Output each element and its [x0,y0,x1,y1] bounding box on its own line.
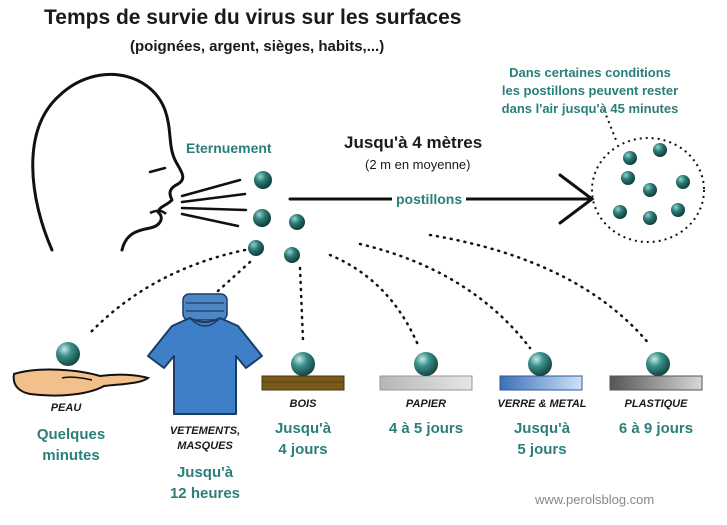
plastic-surface-icon [609,352,703,391]
surface-time-plastic: 6 à 9 jours [618,420,694,437]
watermark: www.perolsblog.com [535,492,655,507]
surface-time-clothes: Jusqu'à 12 heures [169,464,241,502]
distance-main-label: Jusqu'à 4 mètres [344,133,483,152]
hand-icon [12,342,151,397]
surface-label-wood: BOIS [289,398,317,410]
wood-surface-icon [261,352,345,391]
paper-surface-icon [379,352,473,391]
surface-label-paper: PAPIER [405,398,447,410]
trajectory-lines [86,233,652,350]
sneeze-spray-icon [180,178,248,228]
surface-label-glass-metal: VERRE & METAL [497,398,587,410]
glass-metal-surface-icon [499,352,583,391]
surface-time-paper: 4 à 5 jours [388,420,464,437]
airborne-droplets-cloud [591,109,705,243]
diagram-title: Temps de survie du virus sur les surface… [44,6,462,29]
airborne-note: Dans certaines conditions les postillons… [501,65,679,116]
surface-label-clothes: VETEMENTS, MASQUES [169,425,241,452]
shirt-icon [147,293,263,415]
droplets-cluster [248,171,305,263]
distance-sub-label: (2 m en moyenne) [365,157,471,172]
head-profile-icon [31,73,185,252]
surface-time-skin: Quelques minutes [36,426,106,464]
surface-label-skin: PEAU [50,402,82,414]
surface-label-plastic: PLASTIQUE [624,398,688,410]
droplets-label: postillons [392,191,467,207]
surface-time-glass-metal: Jusqu'à 5 jours [513,420,571,458]
sneeze-label: Eternuement [186,140,272,156]
surface-time-wood: Jusqu'à 4 jours [274,420,332,458]
diagram-subtitle: (poignées, argent, sièges, habits,...) [130,38,385,55]
